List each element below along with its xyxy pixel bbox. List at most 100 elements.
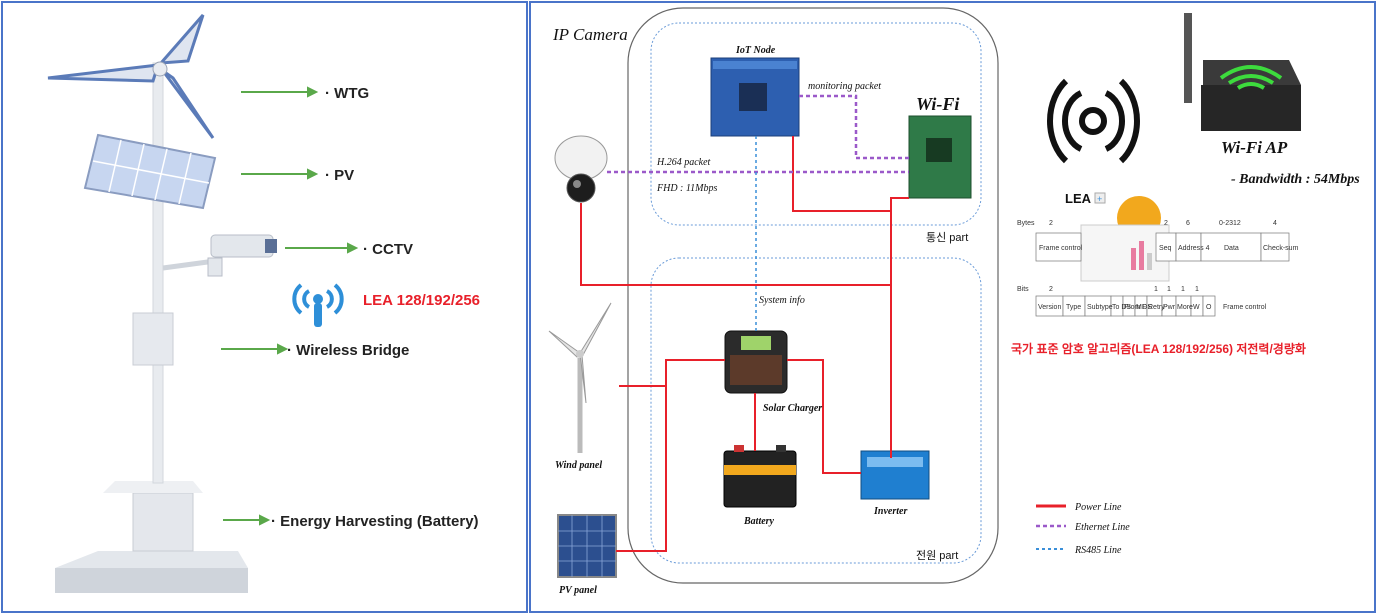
label-energy-harvesting: · Energy Harvesting (Battery) — [271, 513, 479, 530]
frame-byte-size-4: 4 — [1273, 220, 1277, 227]
power-lines — [580, 136, 909, 552]
comm-part-box — [650, 22, 982, 226]
legend-power-label: Power Line — [1074, 502, 1122, 513]
frame-byte-field-0: Frame control — [1039, 245, 1083, 252]
frame-bits-label: Bits — [1017, 286, 1029, 293]
label-solar-charger: Solar Charger — [763, 403, 822, 414]
frame-bit-size-3: 1 — [1181, 286, 1185, 293]
frame-bit-field-2: Subtype — [1087, 304, 1113, 311]
battery-terminal-2 — [776, 445, 786, 452]
turbine-blade-1 — [47, 63, 161, 83]
frame-bit-field-3: To DS — [1112, 304, 1131, 311]
label-lea-caption: 국가 표준 암호 알고리즘(LEA 128/192/256) 저전력/경량화 — [1011, 341, 1306, 356]
label-fhd: FHD : 11Mbps — [656, 183, 717, 194]
left-panel: · WTG · PV · CCTV LEA 128/192/256 · Wire… — [1, 1, 528, 613]
turbine-blade-2 — [157, 14, 205, 65]
lea-badge — [1094, 192, 1106, 204]
frame-bit-field-5: MF — [1136, 304, 1146, 311]
pole-base — [55, 568, 248, 593]
battery-box-top — [103, 481, 203, 493]
wifi-ap-antenna — [1184, 13, 1192, 103]
pv-panel-grid — [558, 515, 616, 577]
system-frame — [627, 7, 999, 584]
left-arrows — [221, 86, 359, 526]
label-system-info: System info — [759, 295, 805, 306]
battery-terminal-1 — [734, 445, 744, 452]
label-wind-panel: Wind panel — [555, 460, 602, 471]
frame-bit-field-9: W — [1193, 304, 1200, 311]
wind-turbine-hub — [576, 350, 584, 358]
lea-laptop — [1080, 224, 1170, 282]
battery-device — [723, 450, 797, 508]
frame-bit-field-0: Version — [1038, 304, 1061, 311]
label-lea: LEA 128/192/256 — [363, 292, 480, 309]
label-power-part: 전원 part — [916, 549, 958, 562]
label-pv-panel: PV panel — [559, 585, 597, 596]
wireless-icon-dot — [313, 294, 323, 304]
iot-node-strip — [713, 61, 797, 69]
frame-byte-row — [1035, 232, 1290, 262]
label-cctv: · CCTV — [363, 241, 413, 258]
frame-byte-field-2: Address 4 — [1178, 245, 1210, 252]
label-pv: · PV — [325, 167, 354, 184]
label-bandwidth: - Bandwidth : 54Mbps — [1231, 172, 1360, 187]
solar-charger-panel — [730, 355, 782, 385]
frame-bit-field-8: More — [1177, 304, 1193, 311]
ethernet-lines — [607, 94, 909, 174]
left-panel-svg: · WTG · PV · CCTV LEA 128/192/256 · Wire… — [47, 14, 480, 593]
battery-box — [132, 492, 194, 552]
label-ip-camera: IP Camera — [552, 25, 628, 44]
battery-stripe — [724, 465, 796, 475]
frame-bit-field-10: O — [1206, 304, 1212, 311]
lea-laptop-bar-1 — [1131, 248, 1136, 270]
bridge-box — [132, 312, 174, 366]
broadcast-icon — [1047, 78, 1140, 164]
frame-byte-field-1: Seq — [1159, 245, 1172, 252]
pole — [152, 62, 164, 484]
label-monitoring-packet: monitoring packet — [808, 81, 881, 92]
frame-bit-field-4: From DS — [1124, 304, 1152, 311]
cctv-lens — [265, 239, 277, 253]
wifi-ap-signal-icon — [1219, 65, 1283, 90]
frame-bit-field-7: Pwr — [1163, 304, 1176, 311]
frame-bit-field-1: Type — [1066, 304, 1081, 311]
pole-base-top — [55, 551, 248, 568]
wifi-ap-router-top — [1203, 60, 1301, 85]
cctv-mount — [207, 257, 223, 277]
power-part-box — [650, 257, 982, 564]
label-wifi-ap: Wi-Fi AP — [1221, 138, 1288, 157]
label-wireless-bridge: · Wireless Bridge — [287, 342, 409, 359]
right-panel: + IP Camera — [529, 1, 1376, 613]
ip-camera-lens — [566, 173, 596, 203]
frame-byte-size-1: 2 — [1164, 220, 1168, 227]
turbine-hub — [152, 61, 168, 77]
label-comm-part: 통신 part — [926, 231, 968, 244]
broadcast-icon-center — [1079, 107, 1107, 135]
wifi-board-chip — [926, 138, 952, 162]
frame-byte-size-2: 6 — [1186, 220, 1190, 227]
solar-grid — [92, 139, 210, 205]
wind-turbine-blade-2 — [548, 330, 581, 358]
frame-byte-size-3: 0-2312 — [1219, 220, 1241, 227]
lea-laptop-bar-2 — [1139, 241, 1144, 270]
frame-byte-field-4: Check-sum — [1263, 245, 1299, 252]
right-panel-svg: + IP Camera — [548, 7, 1360, 596]
frame-byte-field-3: Data — [1224, 245, 1239, 252]
label-inverter: Inverter — [873, 506, 907, 517]
frame-bit-size-1: 1 — [1154, 286, 1158, 293]
wireless-icon — [292, 283, 344, 315]
frame-bit-field-6: Retry — [1148, 304, 1165, 311]
frame-bytes-label: Bytes — [1017, 220, 1035, 227]
lea-badge-plus: + — [1097, 194, 1102, 204]
frame-bit-row — [1035, 295, 1216, 317]
ip-camera-lens-glare — [573, 180, 581, 188]
ip-camera-dome — [554, 135, 608, 181]
frame-bit-size-2: 1 — [1167, 286, 1171, 293]
wifi-ap-router-body — [1201, 85, 1301, 131]
wireless-icon-stem — [314, 303, 322, 327]
frame-control-label: Frame control — [1223, 304, 1267, 311]
wind-turbine-blade-1 — [579, 302, 612, 356]
turbine-blade-3 — [161, 69, 215, 139]
frame-byte-size-0: 2 — [1049, 220, 1053, 227]
